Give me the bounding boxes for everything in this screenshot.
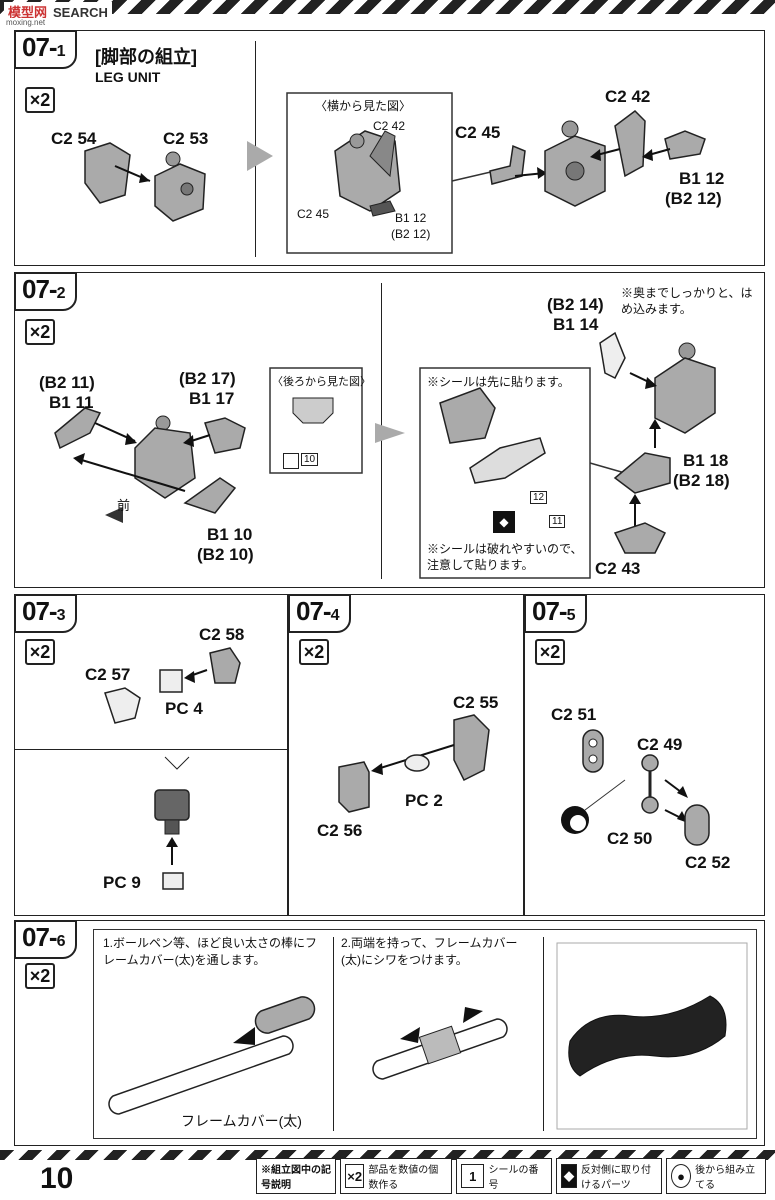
step-07-4-panel: 07-4 ×2 C2 55 PC 2 C2 56 — [288, 594, 524, 916]
legend-seal: 1 シールの番号 — [456, 1158, 552, 1194]
seal-symbol: 1 — [461, 1164, 485, 1188]
label-c2-51: C2 51 — [551, 705, 597, 724]
quantity-badge: ×2 — [25, 963, 55, 989]
quantity-symbol: ×2 — [345, 1164, 365, 1188]
bottom-hazard-stripe — [0, 1150, 775, 1160]
inset-title: 〈横から見た図〉 — [315, 99, 412, 113]
label-c2-54: C2 54 — [51, 129, 97, 148]
step-number: 07-4 — [289, 595, 351, 633]
leg-frame-illustration — [54, 331, 716, 579]
pc-joint-illustration — [338, 714, 490, 813]
label-b2-17: (B2 17) — [179, 369, 236, 388]
label-c2-42: C2 42 — [605, 87, 651, 106]
instruction-2: 2.両端を持って、フレームカバー(太)にシワをつけます。 — [341, 936, 518, 967]
inset-label-c2-45: C2 45 — [297, 207, 330, 221]
step-07-5-panel: 07-5 ×2 C2 51 C2 49 C2 50 C2 52 — [524, 594, 765, 916]
inset-label-b2-12: (B2 12) — [391, 227, 431, 241]
legend-later: ● 後から組み立てる — [666, 1158, 766, 1194]
quantity-badge: ×2 — [25, 639, 55, 665]
label-c2-43: C2 43 — [595, 559, 641, 578]
label-c2-55: C2 55 — [453, 693, 499, 712]
label-c2-53: C2 53 — [163, 129, 209, 148]
divider-1 — [333, 937, 334, 1131]
pc-joint-illustration — [104, 647, 241, 890]
label-b2-18: (B2 18) — [673, 471, 730, 490]
legend-reverse: ◆ 反対側に取り付けるパーツ — [556, 1158, 662, 1194]
label-b1-17: B1 17 — [189, 389, 235, 408]
quantity-badge: ×2 — [299, 639, 329, 665]
seal-note-2: ※シールは破れやすいので、注意して貼ります。 — [427, 542, 583, 572]
label-c2-57: C2 57 — [85, 665, 131, 684]
legend-quantity: ×2 部品を数値の個数作る — [340, 1158, 452, 1194]
top-hazard-stripe — [0, 0, 775, 14]
later-symbol: ● — [671, 1164, 692, 1188]
legend-title: ※組立図中の記号説明 — [256, 1158, 336, 1194]
label-b1-12: B1 12 — [679, 169, 725, 188]
back-view-title: 〈後ろから見た図〉 — [272, 376, 371, 388]
reverse-side-icon: ◆ — [493, 511, 515, 533]
label-b2-10: (B2 10) — [197, 545, 254, 564]
instruction-1: 1.ボールペン等、ほど良い太さの棒にフレームカバー(太)を通します。 — [103, 936, 318, 967]
label-b1-14: B1 14 — [553, 315, 599, 334]
press-note: ※奥までしっかりと、はめ込みます。 — [621, 286, 753, 316]
step-number: 07-3 — [15, 595, 77, 633]
section-title-en: LEG UNIT — [95, 69, 161, 85]
divider-2 — [543, 937, 544, 1131]
inset-label-c2-42: C2 42 — [373, 119, 406, 133]
step-number: 07-1 — [15, 31, 77, 69]
label-c2-50: C2 50 — [607, 829, 653, 848]
seal-11: 11 — [549, 515, 566, 528]
label-b2-14: (B2 14) — [547, 295, 604, 314]
step-07-3-panel: 07-3 ×2 C2 58 C2 57 PC 4 PC 9 — [14, 594, 288, 916]
label-c2-45: C2 45 — [455, 123, 501, 142]
label-c2-49: C2 49 — [637, 735, 683, 754]
seal-12: 12 — [530, 491, 548, 504]
label-b2-12: (B2 12) — [665, 189, 722, 208]
step-number: 07-5 — [525, 595, 587, 633]
step-07-2-panel: 07-2 ×2 (B2 11) B1 — [14, 272, 765, 588]
label-pc4: PC 4 — [165, 699, 203, 718]
horizontal-divider — [15, 749, 287, 750]
label-pc2: PC 2 — [405, 791, 443, 810]
quantity-badge: ×2 — [25, 319, 55, 345]
frame-cover-label: フレームカバー(太) — [181, 1113, 302, 1129]
front-label: 前 — [117, 498, 131, 513]
step-number: 07-2 — [15, 273, 77, 311]
step-07-6-panel: 07-6 ×2 1.ボールペン等、ほど良い太さの棒にフレームカバー(太)を通しま… — [14, 920, 765, 1146]
quantity-badge: ×2 — [25, 87, 55, 113]
section-title-jp: [脚部の組立] — [95, 47, 197, 67]
joint-parts-illustration — [561, 729, 710, 846]
inset-label-b1-12: B1 12 — [395, 211, 427, 225]
label-pc9: PC 9 — [103, 873, 141, 892]
watermark-site: moxing.net — [6, 18, 46, 27]
reverse-symbol: ◆ — [561, 1164, 577, 1188]
quantity-badge: ×2 — [535, 639, 565, 665]
seal-number: 10 — [301, 453, 319, 466]
step-number: 07-6 — [15, 921, 77, 959]
leg-parts-illustration — [84, 92, 706, 254]
label-b1-10: B1 10 — [207, 525, 253, 544]
seal-icon — [283, 453, 299, 469]
label-b1-18: B1 18 — [683, 451, 729, 470]
page-number: 10 — [40, 1162, 74, 1195]
label-b1-11: B1 11 — [49, 393, 94, 412]
label-c2-58: C2 58 — [199, 625, 245, 644]
label-c2-56: C2 56 — [317, 821, 363, 840]
label-c2-52: C2 52 — [685, 853, 731, 872]
step-07-1-panel: 07-1 [脚部の組立] LEG UNIT ×2 C2 54 — [14, 30, 765, 266]
label-b2-11: (B2 11) — [39, 373, 95, 392]
seal-note-1: ※シールは先に貼ります。 — [427, 375, 570, 389]
frame-cover-illustration — [108, 942, 748, 1130]
